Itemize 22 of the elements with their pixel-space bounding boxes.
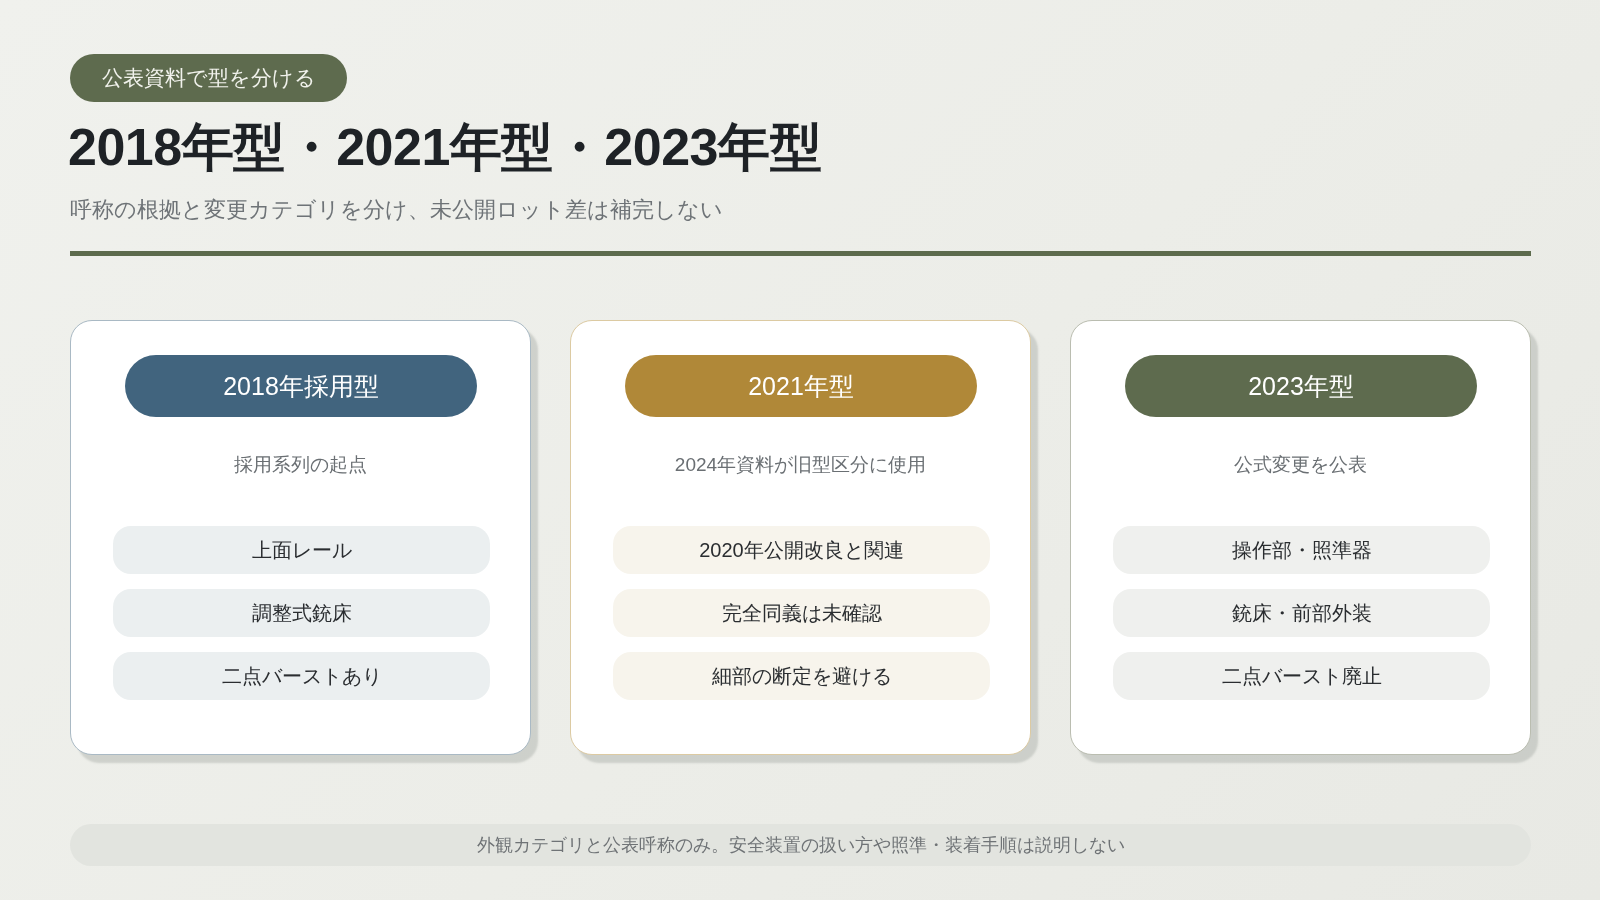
feature-item: 2020年公開改良と関連: [613, 526, 990, 574]
card-description: 公式変更を公表: [1234, 453, 1367, 477]
feature-item: 二点バーストあり: [113, 652, 490, 700]
model-heading: 2018年採用型: [125, 355, 477, 417]
model-card: [1070, 320, 1531, 755]
feature-item: 完全同義は未確認: [613, 589, 990, 637]
section-tag: 公表資料で型を分ける: [70, 54, 347, 102]
title: 2018年型・2021年型・2023年型: [68, 117, 822, 178]
feature-item: 二点バースト廃止: [1113, 652, 1490, 700]
feature-item: 細部の断定を避ける: [613, 652, 990, 700]
feature-item: 操作部・照準器: [1113, 526, 1490, 574]
subtitle: 呼称の根拠と変更カテゴリを分け、未公開ロット差は補完しない: [70, 196, 723, 224]
model-card: [570, 320, 1031, 755]
model-card: [70, 320, 531, 755]
model-heading: 2023年型: [1125, 355, 1477, 417]
feature-item: 上面レール: [113, 526, 490, 574]
feature-item: 銃床・前部外装: [1113, 589, 1490, 637]
footer-note: 外観カテゴリと公表呼称のみ。安全装置の扱い方や照準・装着手順は説明しない: [70, 824, 1531, 866]
model-heading: 2021年型: [625, 355, 977, 417]
card-description: 2024年資料が旧型区分に使用: [674, 453, 927, 477]
card-description: 採用系列の起点: [234, 453, 367, 477]
feature-item: 調整式銃床: [113, 589, 490, 637]
